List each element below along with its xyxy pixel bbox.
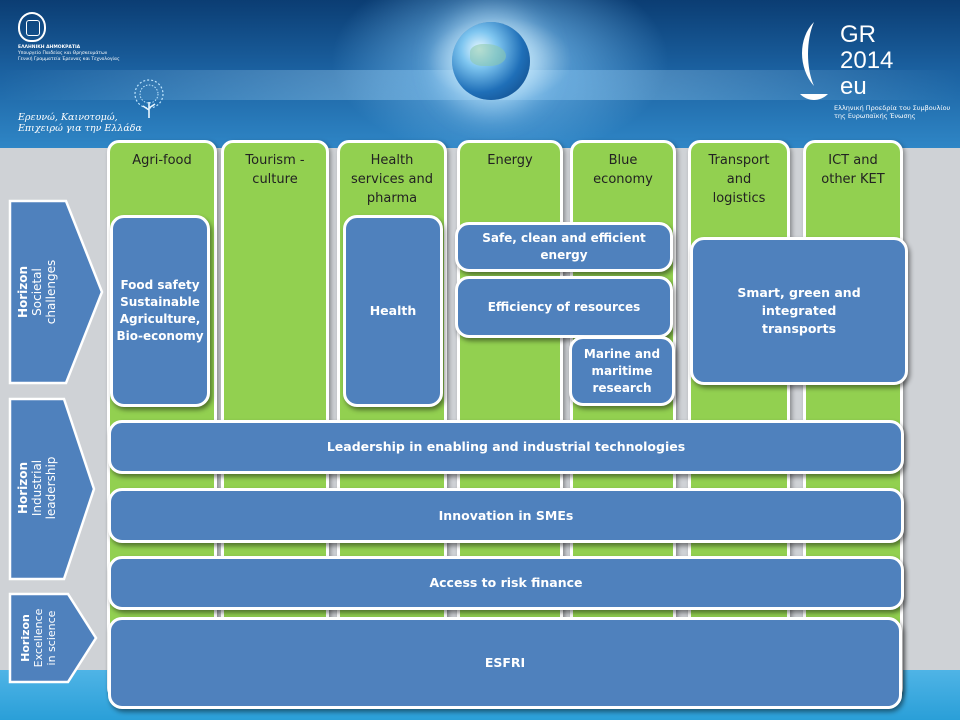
- box-marine-research: Marine and maritime research: [569, 336, 675, 406]
- box-label: Smart, green and integrated transports: [737, 285, 861, 336]
- arrow-horizon-industrial: Horizon Industrial leadership: [8, 397, 96, 581]
- box-leadership-technologies: Leadership in enabling and industrial te…: [108, 420, 904, 474]
- presidency-line: 2014: [840, 47, 894, 74]
- arrow-label-text: Industrial leadership: [30, 456, 58, 520]
- column-label: Blue economy: [593, 153, 653, 187]
- greek-emblem-icon: [18, 12, 46, 42]
- arrow-label: Horizon Societal challenges: [10, 202, 64, 382]
- box-smart-transports: Smart, green and integrated transports: [690, 237, 908, 385]
- arrow-label-horizon: Horizon: [16, 265, 30, 319]
- arrow-shape: [8, 199, 104, 385]
- presidency-subtitle: Ελληνική Προεδρία του Συμβουλίου της Ευρ…: [834, 104, 950, 120]
- column-label: Health services and pharma: [351, 153, 433, 206]
- arrow-label: Horizon Industrial leadership: [10, 398, 64, 578]
- presidency-sub-line: της Ευρωπαϊκής Ένωσης: [834, 112, 916, 120]
- box-label: Innovation in SMEs: [438, 507, 574, 523]
- arrow-label-text: Excellence in science: [31, 608, 58, 668]
- presidency-sub-line: Ελληνική Προεδρία του Συμβουλίου: [834, 104, 951, 112]
- box-food-safety: Food safety Sustainable Agriculture, Bio…: [110, 215, 210, 407]
- box-innovation-smes: Innovation in SMEs: [108, 488, 904, 543]
- box-label: Leadership in enabling and industrial te…: [326, 439, 686, 454]
- column-label: Transport and logistics: [708, 153, 770, 206]
- box-label: Efficiency of resources: [487, 299, 641, 314]
- box-label: Access to risk finance: [429, 575, 583, 590]
- box-risk-finance: Access to risk finance: [108, 556, 904, 610]
- box-label: ESFRI: [484, 655, 526, 670]
- globe-icon: [452, 22, 530, 100]
- column-label: ICT and other KET: [821, 153, 885, 187]
- box-label: Safe, clean and efficient energy: [482, 231, 646, 262]
- presidency-line: eu: [840, 73, 867, 100]
- arrow-shape: [8, 592, 98, 684]
- arrow-label-horizon: Horizon: [18, 614, 32, 662]
- sail-logo-icon: [800, 22, 828, 100]
- arrow-horizon-societal: Horizon Societal challenges: [8, 199, 104, 385]
- ministry-line: Γενική Γραμματεία Έρευνας και Τεχνολογία…: [18, 57, 120, 62]
- arrow-label-text: Societal challenges: [30, 259, 58, 325]
- box-label: Food safety Sustainable Agriculture, Bio…: [116, 278, 204, 343]
- column-label: Tourism - culture: [245, 153, 305, 187]
- slogan: Ερευνώ, Καινοτομώ, Επιχειρώ για την Ελλά…: [18, 112, 142, 134]
- arrow-label: Horizon Excellence in science: [10, 594, 66, 682]
- presidency-line: GR: [840, 21, 876, 48]
- column-label: Energy: [487, 153, 533, 168]
- box-safe-energy: Safe, clean and efficient energy: [455, 222, 673, 272]
- ministry-line: Υπουργείο Παιδείας και Θρησκευμάτων: [18, 51, 108, 56]
- box-efficiency-resources: Efficiency of resources: [455, 276, 673, 338]
- tree-logo-icon: [134, 79, 164, 118]
- arrow-horizon-excellence: Horizon Excellence in science: [8, 592, 98, 684]
- box-health: Health: [343, 215, 443, 407]
- box-label: Health: [369, 303, 417, 318]
- header-banner: ΕΛΛΗΝΙΚΗ ΔΗΜΟΚΡΑΤΙΑ Υπουργείο Παιδείας κ…: [0, 0, 960, 148]
- ministry-line: ΕΛΛΗΝΙΚΗ ΔΗΜΟΚΡΑΤΙΑ: [18, 45, 81, 50]
- slogan-line: Επιχειρώ για την Ελλάδα: [18, 123, 142, 134]
- column-label: Agri-food: [132, 153, 192, 168]
- arrow-shape: [8, 397, 96, 581]
- arrow-label-horizon: Horizon: [16, 461, 30, 515]
- presidency-logo-text: GR 2014 eu: [840, 22, 893, 100]
- box-esfri: ESFRI: [108, 617, 902, 709]
- slogan-line: Ερευνώ, Καινοτομώ,: [18, 112, 118, 123]
- box-label: Marine and maritime research: [583, 346, 661, 395]
